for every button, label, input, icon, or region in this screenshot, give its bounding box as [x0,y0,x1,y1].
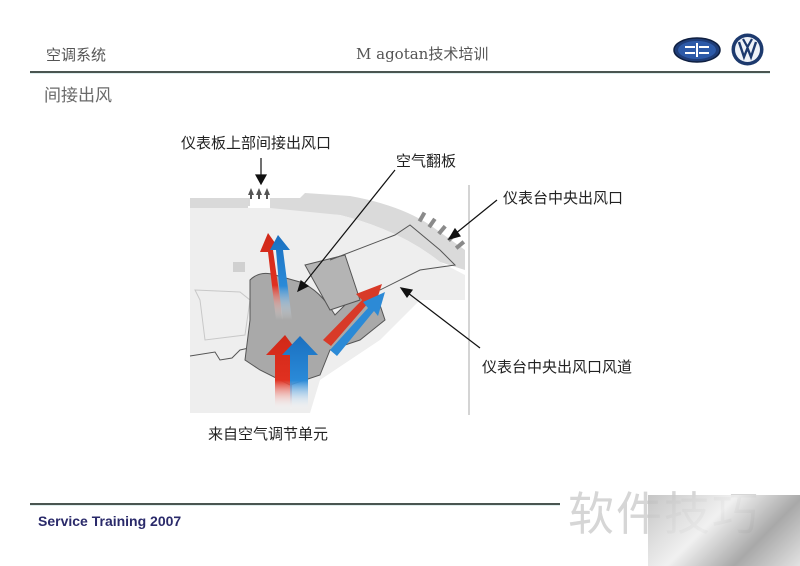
footer-divider-highlight [30,505,560,506]
header-divider [30,71,770,73]
label-from-ac-unit: 来自空气调节单元 [208,425,329,443]
footer-divider [30,503,560,505]
footer-text: Service Training 2007 [38,513,182,529]
faw-logo-icon [673,37,721,63]
vw-logo-icon [731,33,764,66]
page-subtitle: 间接出风 [44,86,112,106]
label-center-vent-duct: 仪表台中央出风口风道 [482,358,633,376]
watermark-mosaic [648,495,800,566]
label-upper-indirect-vent: 仪表板上部间接出风口 [181,134,332,152]
header-divider-highlight [30,73,770,74]
header-title: M agotan技术培训 [356,45,489,63]
header-section-title: 空调系统 [46,46,107,64]
label-center-vent: 仪表台中央出风口 [503,189,624,207]
label-air-flap: 空气翻板 [396,152,457,170]
